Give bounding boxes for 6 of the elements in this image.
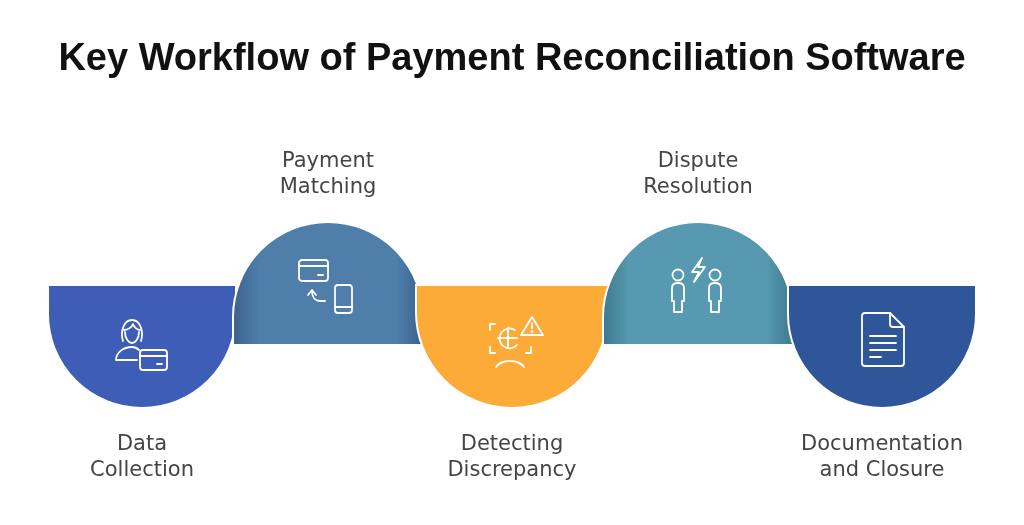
step-label: Detecting Discrepancy bbox=[446, 430, 578, 482]
title: Key Workflow of Payment Reconciliation Software bbox=[58, 35, 966, 80]
step-label: Documentation and Closure bbox=[800, 430, 964, 482]
step-label: Dispute Resolution bbox=[642, 147, 754, 199]
step-label: Data Collection bbox=[89, 430, 195, 482]
step-label: Payment Matching bbox=[278, 147, 378, 199]
